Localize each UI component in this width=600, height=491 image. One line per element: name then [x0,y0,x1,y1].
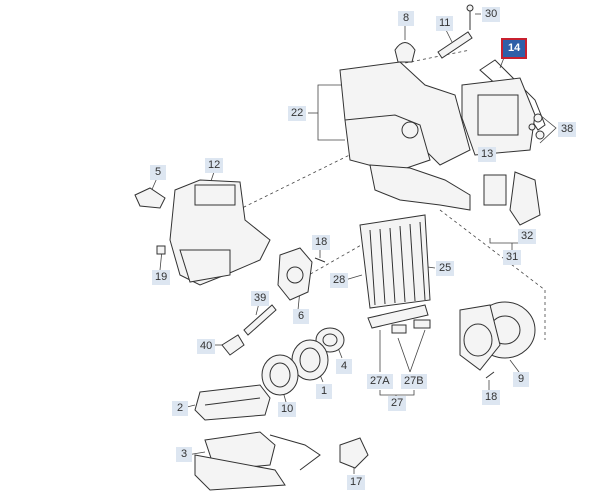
callout-27[interactable]: 27 [388,396,407,411]
callout-28[interactable]: 28 [330,273,349,288]
callout-11[interactable]: 11 [436,16,454,31]
callout-22[interactable]: 22 [288,106,307,121]
callout-12[interactable]: 12 [205,158,224,173]
callout-25[interactable]: 25 [436,261,455,276]
callout-38[interactable]: 38 [558,122,577,137]
callout-17[interactable]: 17 [347,475,366,490]
callout-39[interactable]: 39 [251,291,270,306]
callout-9[interactable]: 9 [513,372,529,387]
callout-2[interactable]: 2 [172,401,188,416]
callout-8[interactable]: 8 [398,11,414,26]
callout-13[interactable]: 13 [478,147,497,162]
callout-4[interactable]: 4 [336,359,352,374]
callout-32[interactable]: 32 [518,229,537,244]
callout-10[interactable]: 10 [278,402,297,417]
callout-40[interactable]: 40 [197,339,216,354]
callout-27b[interactable]: 27B [401,374,427,389]
callout-18-lower[interactable]: 18 [482,390,501,405]
callout-14[interactable]: 14 [501,38,528,59]
callout-19[interactable]: 19 [152,270,171,285]
callout-1[interactable]: 1 [316,384,332,399]
callout-31[interactable]: 31 [503,250,522,265]
callout-5[interactable]: 5 [150,165,166,180]
callout-3[interactable]: 3 [176,447,192,462]
callout-30[interactable]: 30 [482,7,501,22]
callout-18-upper[interactable]: 18 [312,235,331,250]
callout-27a[interactable]: 27A [367,374,393,389]
callout-6[interactable]: 6 [293,309,309,324]
